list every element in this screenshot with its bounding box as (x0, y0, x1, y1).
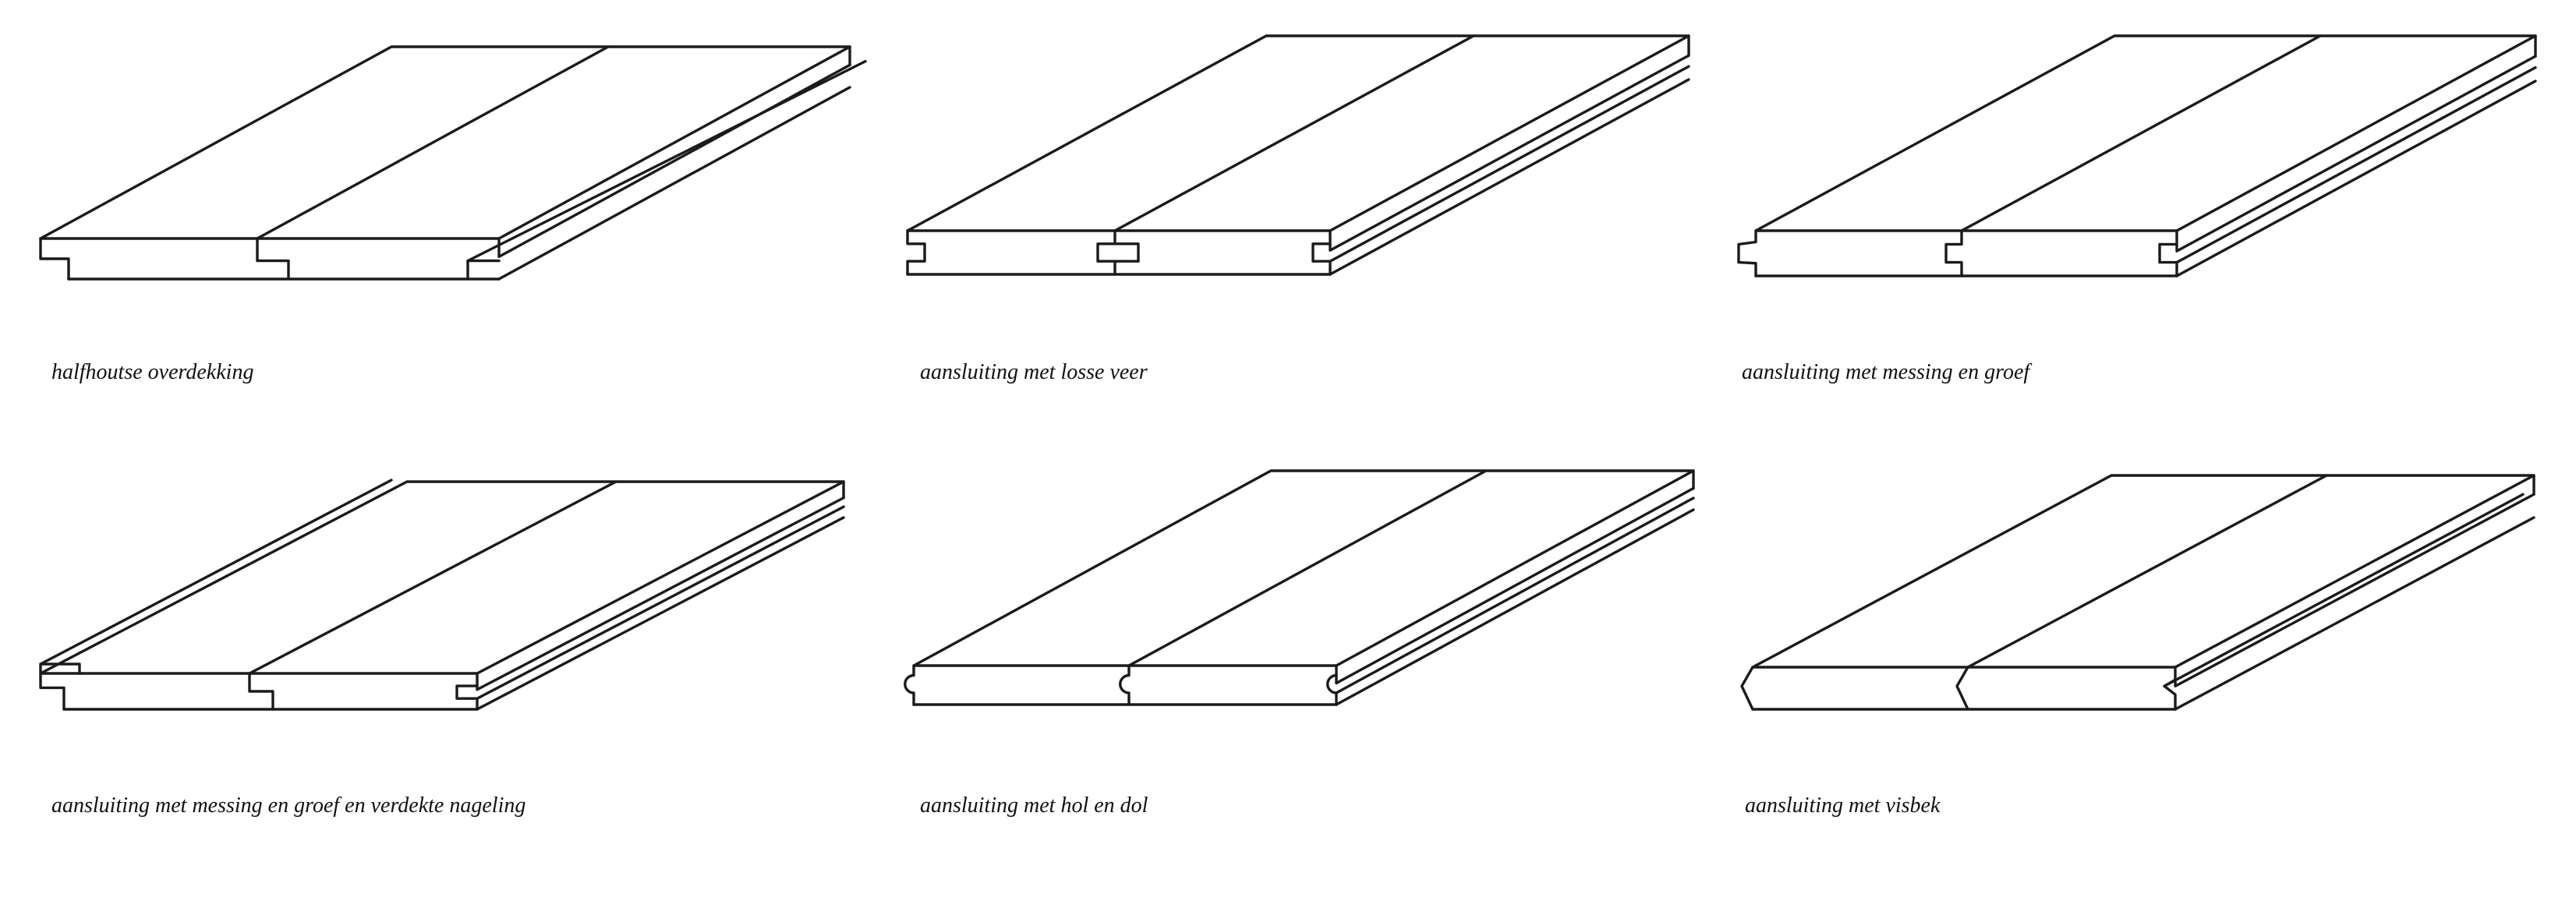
seam-loose-tongue (1096, 242, 1140, 263)
left-groove-profile (906, 229, 926, 276)
seam-secret-nail-profile (248, 672, 274, 711)
board-right-side-upper (1335, 486, 1695, 685)
board-right-side-upper (497, 63, 851, 259)
panel-visbek (1740, 474, 2535, 711)
board-right-side-lower (497, 86, 851, 281)
board-right-side-upper (2174, 493, 2535, 687)
board-seam-line (1127, 469, 1488, 667)
board-top-surface (1754, 34, 2537, 232)
left-vee-profile (1740, 666, 1754, 711)
caption-visbek: aansluiting met visbek (1745, 793, 1941, 818)
right-groove-back (2175, 65, 2537, 264)
seam-vee-profile (1955, 666, 1969, 711)
board-right-side-lower (476, 516, 845, 711)
caption-halfhoutse-overdekking: halfhoutse overdekking (51, 360, 254, 384)
right-groove-profile (2158, 242, 2178, 277)
board-top-surface (39, 45, 851, 240)
right-rebate-back (466, 59, 867, 263)
board-seam-line (256, 45, 610, 240)
board-right-side-lower (2175, 80, 2537, 277)
board-right-side-lower (1335, 508, 1695, 706)
seam-tongue-profile (1944, 229, 1963, 277)
left-tongue-profile (1737, 229, 1757, 277)
left-round-profile (904, 664, 915, 706)
board-seam-line (248, 480, 617, 675)
board-right-side-lower (1329, 78, 1690, 276)
board-seam-line (1966, 474, 2328, 669)
left-rebate-profile (39, 237, 70, 281)
board-top-surface (906, 34, 1690, 232)
right-round-back (1335, 496, 1695, 694)
panel-messing-en-groef (1737, 34, 2537, 277)
board-top-surface (39, 480, 845, 675)
left-secret-profile (39, 662, 81, 711)
caption-losse-veer: aansluiting met losse veer (920, 360, 1148, 384)
caption-messing-groef-verdekte-nageling: aansluiting met messing en groef en verd… (51, 793, 526, 818)
right-groove-back (476, 505, 845, 700)
board-right-side-upper (476, 496, 845, 691)
right-round-profile (1326, 673, 1338, 706)
board-right-side-upper (1329, 54, 1690, 252)
right-groove-profile (455, 684, 479, 711)
board-right-side-lower (2174, 516, 2535, 711)
panel-halfhoutse-overdekking (39, 45, 867, 281)
board-seam-line (1960, 34, 2322, 232)
panel-messing-groef-verdekte-nageling (39, 479, 845, 711)
board-right-side-upper (2175, 55, 2537, 253)
board-seam-line (1113, 34, 1475, 232)
board-top-surface (1751, 474, 2535, 669)
caption-messing-en-groef: aansluiting met messing en groef (1742, 360, 2030, 384)
seam-rebate-profile (256, 237, 290, 281)
left-lip-back (39, 479, 393, 666)
right-vee-back (2163, 493, 2525, 687)
caption-hol-en-dol: aansluiting met hol en dol (920, 793, 1148, 818)
panel-losse-veer (906, 34, 1690, 276)
panel-hol-en-dol (904, 469, 1695, 706)
board-top-surface (912, 469, 1695, 667)
right-groove-back (1329, 65, 1690, 263)
right-groove-profile (1311, 242, 1332, 276)
seam-round-profile (1119, 664, 1131, 706)
